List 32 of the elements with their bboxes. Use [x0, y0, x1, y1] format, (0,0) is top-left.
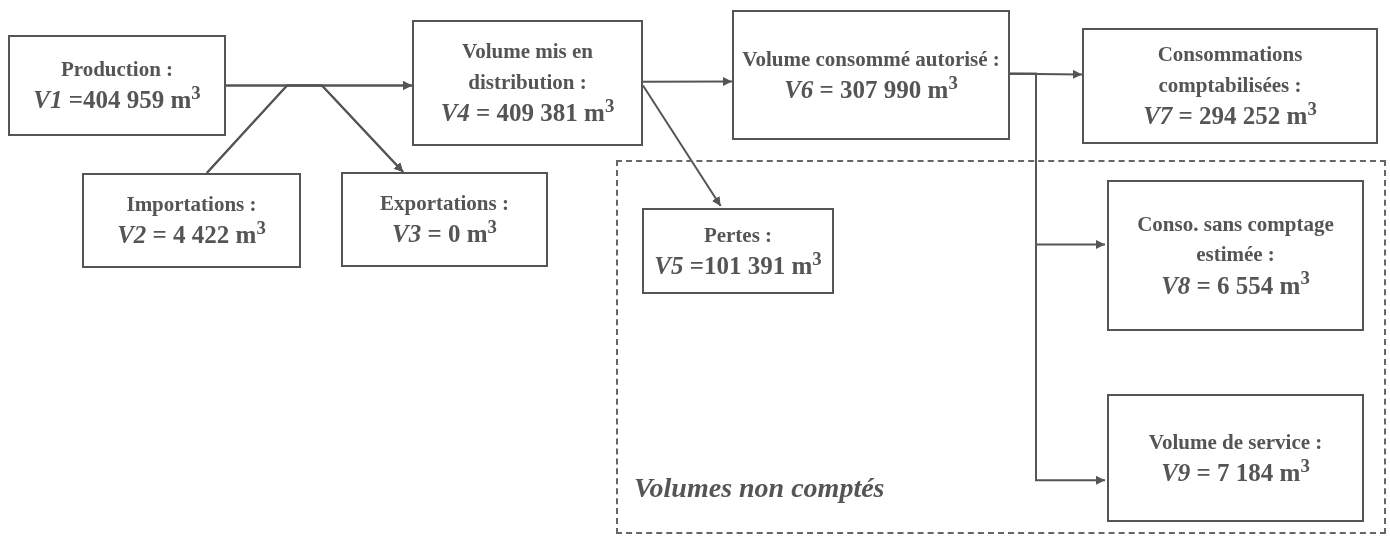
- arrow: [642, 77, 733, 86]
- arrow: [642, 84, 722, 207]
- box-heading: Pertes :: [703, 221, 773, 249]
- box-heading: Volume de service :: [1148, 428, 1323, 456]
- box-heading: Importations :: [126, 191, 257, 219]
- box-value: V2 = 4 422 m$^{3}$: [117, 219, 266, 251]
- process-box: [1107, 180, 1364, 331]
- box-value: V9 = 7 184 m$^{3}$: [1161, 456, 1310, 488]
- box-value: V1 =404 959 m$^{3}$: [33, 84, 201, 116]
- arrow: [1009, 72, 1106, 485]
- process-box: [642, 208, 834, 294]
- box-value: V8 = 6 554 m$^{3}$: [1161, 269, 1310, 301]
- box-heading: Volume consommé autorisé :: [742, 45, 1000, 73]
- process-box: [732, 10, 1010, 140]
- box-value: V4 = 409 381 m$^{3}$: [440, 97, 615, 129]
- box-heading: Conso. sans comptage estimée :: [1136, 210, 1335, 269]
- box-heading: Exportations :: [380, 190, 509, 218]
- box-heading: Production :: [60, 56, 174, 84]
- process-box: [1082, 28, 1378, 144]
- box-value: V5 =101 391 m$^{3}$: [654, 249, 822, 281]
- box-value: V6 = 307 990 m$^{3}$: [784, 73, 958, 105]
- box-value: V7 = 294 252 m$^{3}$: [1143, 100, 1317, 132]
- process-box: [341, 172, 548, 267]
- region-label: Volumes non comptés: [634, 474, 885, 502]
- box-heading: Volume mis en distribution :: [460, 38, 595, 96]
- process-box: [82, 173, 301, 268]
- dashed-region: [616, 160, 1386, 534]
- process-box: [412, 20, 643, 146]
- process-box: [8, 35, 226, 136]
- process-box: [1107, 394, 1364, 522]
- box-heading: Consommations comptabilisées :: [1156, 41, 1304, 99]
- box-value: V3 = 0 m$^{3}$: [392, 218, 497, 250]
